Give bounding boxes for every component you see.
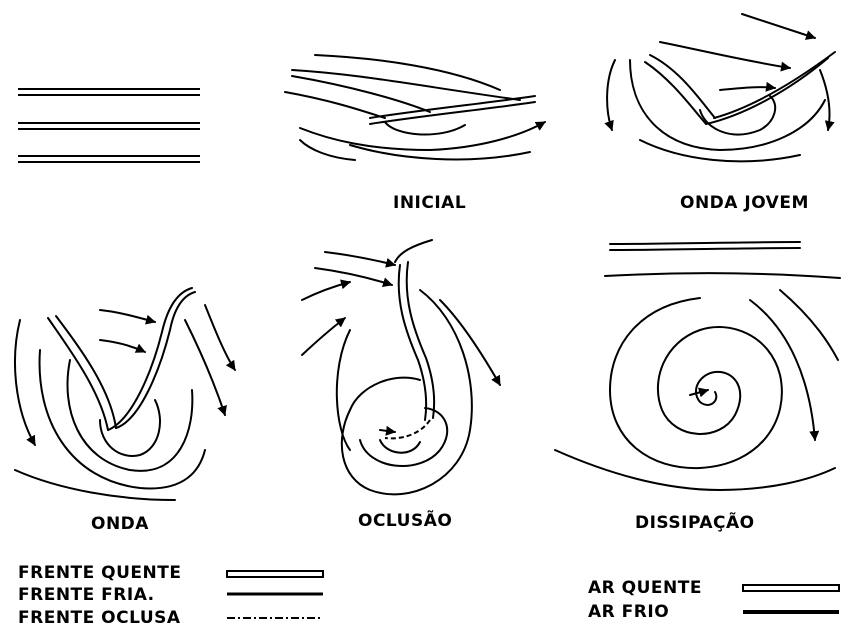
stage-label-oclusao: OCLUSÃO [358, 511, 452, 531]
oclusao-drawing [302, 240, 500, 494]
legend-frente-quente: FRENTE QUENTE [18, 565, 181, 582]
onda-jovem-drawing [607, 14, 835, 161]
legend-frente-oclusa: FRENTE OCLUSA [18, 610, 181, 627]
stationary-front-lines [18, 89, 200, 162]
legend-frente-fria: FRENTE FRIA. [18, 587, 155, 604]
stage-label-inicial: INICIAL [393, 193, 466, 213]
dissipacao-drawing [555, 242, 840, 490]
warm-front-symbol [227, 571, 323, 577]
onda-drawing [15, 288, 235, 500]
legend-right-symbols [743, 585, 839, 612]
inicial-drawing [285, 55, 545, 160]
legend-ar-frio: AR FRIO [588, 604, 669, 621]
stage-label-onda: ONDA [91, 514, 149, 534]
legend-left-symbols [227, 571, 323, 618]
warm-air-symbol [743, 585, 839, 591]
stage-label-onda-jovem: ONDA JOVEM [680, 193, 809, 213]
stage-label-dissipacao: DISSIPAÇÃO [635, 513, 755, 533]
legend-ar-quente: AR QUENTE [588, 580, 702, 597]
